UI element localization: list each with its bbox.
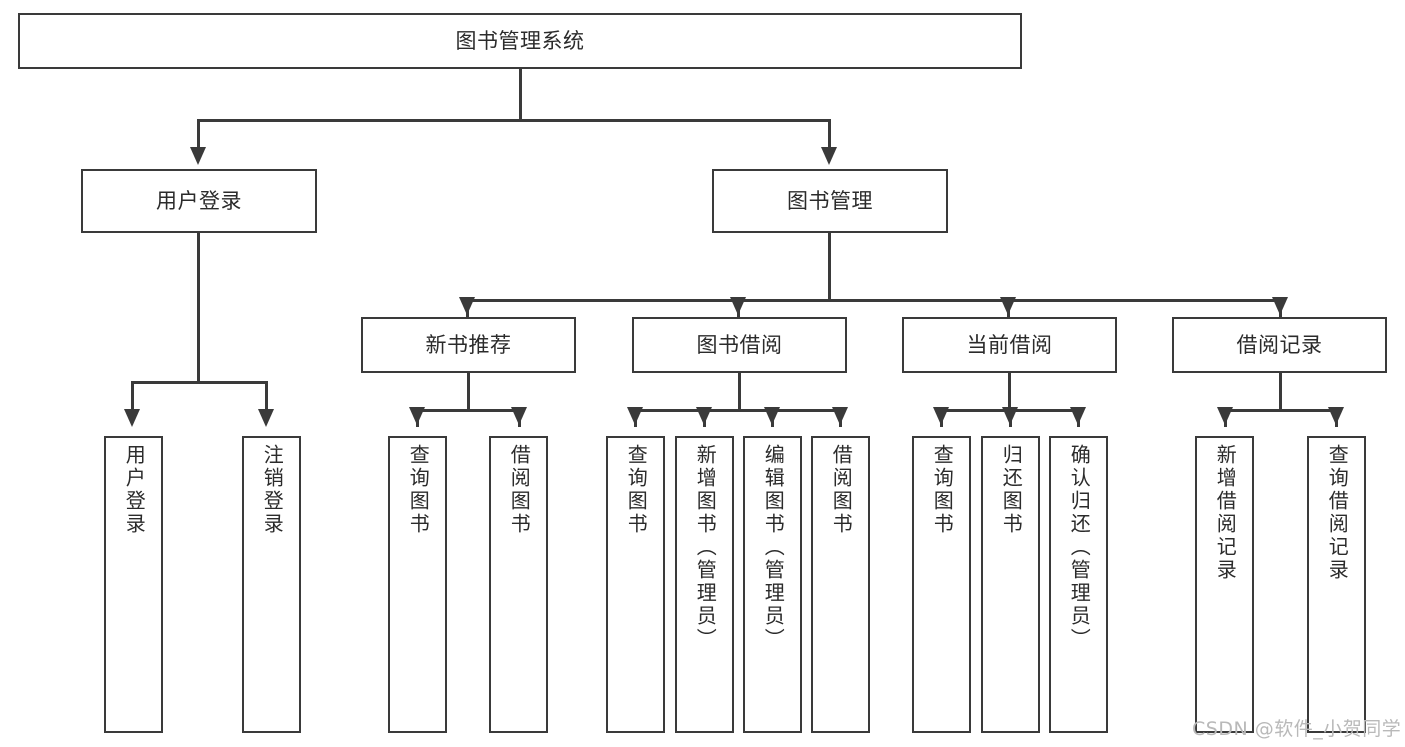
node-label: 查询借阅记录	[1325, 444, 1350, 582]
connector-new-book-bus	[416, 409, 521, 412]
node-label: 图书管理	[787, 188, 873, 213]
node-label: 图书借阅	[696, 332, 783, 357]
leaf-query-book-borrow[interactable]: 查询图书	[606, 436, 665, 733]
connector-user-login-drop-2	[265, 381, 268, 413]
arrow-to-leaf-confirm-return	[1070, 407, 1086, 425]
arrow-to-leaf-query-record	[1328, 407, 1344, 425]
node-label: 编辑图书（管理员）	[761, 444, 786, 651]
node-label: 查询图书	[406, 444, 431, 536]
leaf-query-book-recommend[interactable]: 查询图书	[388, 436, 447, 733]
arrow-to-leaf-query-book-1	[409, 407, 425, 425]
connector-current-borrow-stem	[1008, 373, 1011, 411]
leaf-return-book[interactable]: 归还图书	[981, 436, 1040, 733]
node-current-borrow[interactable]: 当前借阅	[902, 317, 1117, 373]
csdn-watermark: CSDN @软件_小贺同学	[1192, 718, 1402, 740]
leaf-edit-book-admin[interactable]: 编辑图书（管理员）	[743, 436, 802, 733]
node-label: 注销登录	[260, 444, 285, 536]
arrow-to-leaf-user-login	[124, 409, 140, 427]
node-label: 查询图书	[624, 444, 649, 536]
node-label: 借阅图书	[829, 444, 854, 536]
arrow-to-current-borrow	[1000, 297, 1016, 315]
arrow-to-leaf-add-book	[696, 407, 712, 425]
leaf-query-borrow-record[interactable]: 查询借阅记录	[1307, 436, 1366, 733]
connector-user-login-drop-1	[131, 381, 134, 413]
arrow-to-leaf-return-book	[1002, 407, 1018, 425]
connector-user-login-stem	[197, 233, 200, 383]
connector-book-borrow-bus	[634, 409, 842, 412]
connector-root-bus	[197, 119, 831, 122]
node-borrow-record[interactable]: 借阅记录	[1172, 317, 1387, 373]
node-label: 确认归还（管理员）	[1067, 444, 1092, 651]
arrow-to-leaf-borrow-book-1	[511, 407, 527, 425]
node-label: 查询图书	[930, 444, 955, 536]
leaf-confirm-return-admin[interactable]: 确认归还（管理员）	[1049, 436, 1108, 733]
arrow-to-borrow-record	[1272, 297, 1288, 315]
connector-book-borrow-stem	[738, 373, 741, 411]
connector-root-stem	[519, 69, 522, 121]
leaf-borrow-book-recommend[interactable]: 借阅图书	[489, 436, 548, 733]
leaf-borrow-book[interactable]: 借阅图书	[811, 436, 870, 733]
connector-borrow-record-stem	[1279, 373, 1282, 411]
node-root-system[interactable]: 图书管理系统	[18, 13, 1022, 69]
node-label: 用户登录	[156, 188, 242, 213]
node-label: 用户登录	[122, 444, 147, 536]
connector-book-manage-stem	[828, 233, 831, 301]
connector-root-drop-left	[197, 119, 200, 151]
connector-borrow-record-bus	[1224, 409, 1338, 412]
arrow-to-book-manage	[821, 147, 837, 165]
node-book-borrow[interactable]: 图书借阅	[632, 317, 847, 373]
node-label: 借阅图书	[507, 444, 532, 536]
node-label: 新书推荐	[425, 332, 512, 357]
connector-new-book-stem	[467, 373, 470, 411]
arrow-to-leaf-query-book-3	[933, 407, 949, 425]
arrow-to-leaf-borrow-book-2	[832, 407, 848, 425]
arrow-to-book-borrow	[730, 297, 746, 315]
leaf-logout[interactable]: 注销登录	[242, 436, 301, 733]
node-label: 当前借阅	[966, 332, 1053, 357]
leaf-add-borrow-record[interactable]: 新增借阅记录	[1195, 436, 1254, 733]
arrow-to-leaf-logout	[258, 409, 274, 427]
arrow-to-leaf-query-book-2	[627, 407, 643, 425]
arrow-to-user-login	[190, 147, 206, 165]
node-label: 新增图书（管理员）	[693, 444, 718, 651]
node-user-login[interactable]: 用户登录	[81, 169, 317, 233]
node-label: 归还图书	[999, 444, 1024, 536]
arrow-to-new-book-recommend	[459, 297, 475, 315]
connector-level3-bus	[466, 299, 1282, 302]
connector-user-login-bus	[131, 381, 268, 384]
node-label: 借阅记录	[1236, 332, 1323, 357]
arrow-to-leaf-add-record	[1217, 407, 1233, 425]
node-label: 新增借阅记录	[1213, 444, 1238, 582]
arrow-to-leaf-edit-book	[764, 407, 780, 425]
node-label: 图书管理系统	[455, 28, 585, 53]
connector-root-drop-right	[828, 119, 831, 151]
leaf-user-login[interactable]: 用户登录	[104, 436, 163, 733]
leaf-add-book-admin[interactable]: 新增图书（管理员）	[675, 436, 734, 733]
node-book-management[interactable]: 图书管理	[712, 169, 948, 233]
leaf-query-book-current[interactable]: 查询图书	[912, 436, 971, 733]
node-new-book-recommend[interactable]: 新书推荐	[361, 317, 576, 373]
